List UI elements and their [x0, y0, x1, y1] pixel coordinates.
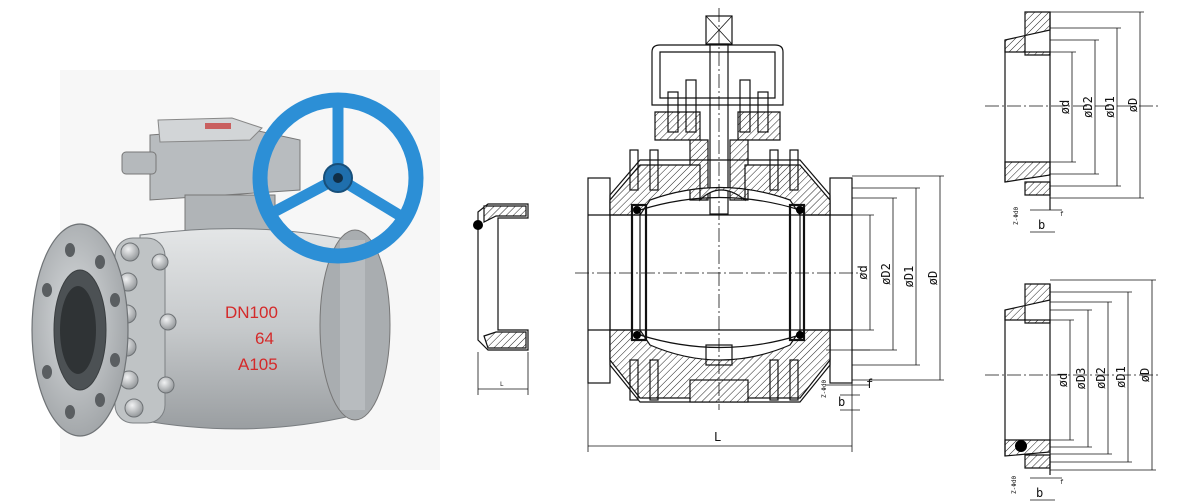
rf-bore-label-1: øD2	[1081, 96, 1095, 118]
rtj-flange-label: b	[1036, 486, 1043, 500]
rtj-bore-label-4: øD	[1138, 368, 1152, 382]
rtj-bore-label-1: øD3	[1074, 368, 1088, 390]
rf-tolerance-label: Z-Φd0	[1013, 207, 1020, 225]
marking-class: 64	[255, 329, 274, 348]
marking-dn: DN100	[225, 303, 278, 322]
main-flange-label: b	[838, 395, 845, 409]
main-length-label: L	[714, 430, 721, 444]
main-tolerance-label: Z-Φd0	[821, 380, 828, 398]
rtj-tolerance-label: Z-Φd0	[1011, 476, 1018, 494]
seal-detail-drawing: L	[473, 203, 529, 395]
main-section-drawing: L ød øD2 øD1 øD f b Z-Φd0	[575, 8, 944, 452]
main-bore-label-2: øD1	[902, 266, 916, 288]
flange-rf-drawing: ød øD2 øD1 øD b f Z-Φd0	[985, 11, 1160, 233]
rf-face-label: f	[1060, 211, 1064, 218]
rf-bore-label-3: øD	[1126, 98, 1140, 112]
rtj-bore-label-0: ød	[1056, 373, 1070, 387]
rf-bore-label-2: øD1	[1103, 96, 1117, 118]
handwheel-icon	[252, 92, 424, 264]
main-bore-label-0: ød	[856, 265, 870, 279]
rtj-face-label: f	[1060, 479, 1064, 486]
rf-bore-label-0: ød	[1058, 100, 1072, 114]
rtj-bore-label-2: øD2	[1094, 367, 1108, 389]
seal-length-label: L	[500, 381, 504, 388]
rtj-bore-label-3: øD1	[1114, 366, 1128, 388]
valve-photo: DN100 64 A105	[31, 70, 440, 470]
rf-flange-label: b	[1038, 218, 1045, 232]
marking-material: A105	[238, 355, 278, 374]
main-bore-label-1: øD2	[879, 263, 893, 285]
flange-holes	[42, 243, 120, 419]
main-bore-label-3: øD	[926, 271, 940, 285]
flange-rtj-drawing: ød øD3 øD2 øD1 øD b f Z-Φd0	[985, 279, 1160, 501]
main-face-label: f	[866, 377, 873, 391]
